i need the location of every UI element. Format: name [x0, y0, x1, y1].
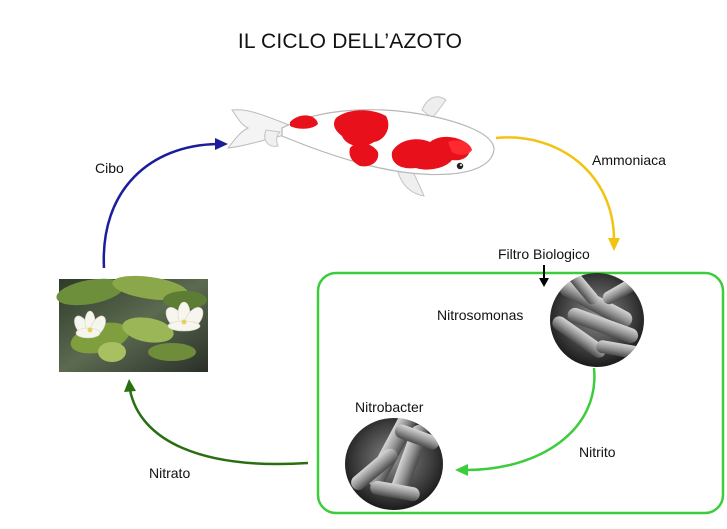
- nitrito-arrow: [455, 367, 596, 476]
- koi-fish-image: [226, 96, 495, 197]
- cibo-arrow: [102, 138, 228, 269]
- label-filtro-biologico: Filtro Biologico: [498, 246, 590, 262]
- filtro-biologico-arrow: [539, 265, 549, 287]
- label-nitrito: Nitrito: [579, 444, 616, 460]
- label-nitrobacter: Nitrobacter: [355, 399, 424, 415]
- diagram-title: IL CICLO DELL’AZOTO: [237, 30, 463, 53]
- label-nitrato: Nitrato: [149, 465, 191, 481]
- water-lilies-image: [56, 275, 208, 372]
- label-nitrosomonas: Nitrosomonas: [437, 307, 524, 323]
- label-ammoniaca: Ammoniaca: [592, 152, 666, 168]
- label-cibo: Cibo: [95, 160, 124, 176]
- nitrosomonas-bacteria-image: [550, 273, 644, 367]
- nitrato-arrow: [124, 379, 309, 466]
- ammoniaca-arrow: [495, 136, 620, 251]
- biological-filter-box: [316, 271, 725, 515]
- nitrobacter-bacteria-image: [345, 418, 443, 510]
